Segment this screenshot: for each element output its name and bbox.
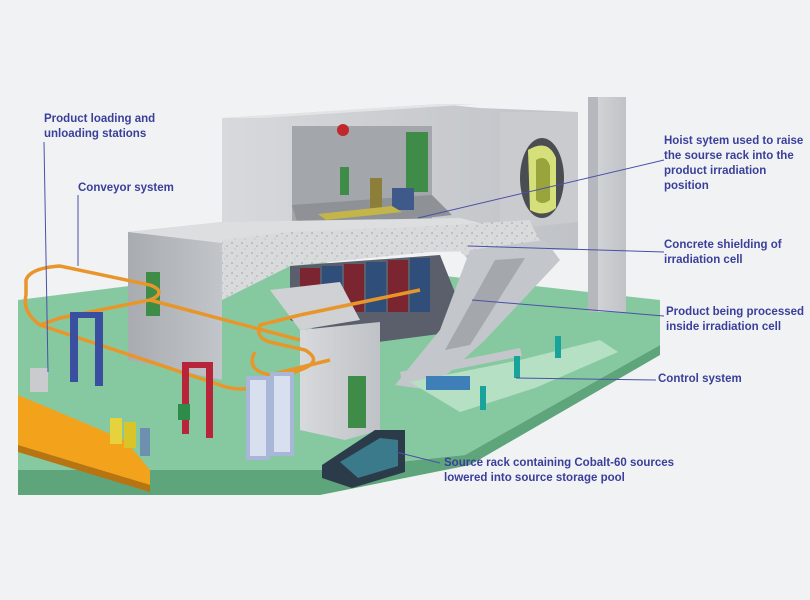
main-building-left — [128, 222, 222, 380]
control-panel-2 — [480, 386, 486, 410]
hoist-equipment — [370, 178, 382, 210]
leader-lines — [43, 141, 665, 464]
side-door — [146, 272, 160, 316]
source-pool-water — [340, 438, 398, 478]
hoist-drum — [392, 188, 414, 210]
loading-platform-edge — [18, 445, 150, 492]
label-control-system: Control system — [658, 373, 742, 385]
source-glow-inner — [536, 158, 550, 203]
control-room-wall — [400, 348, 522, 380]
label-concrete-shielding: Concrete shielding of irradiation cell — [664, 239, 782, 266]
control-panel-3 — [555, 336, 561, 358]
control-console — [426, 376, 470, 390]
loading-frames — [30, 312, 294, 460]
label-conveyor-system: Conveyor system — [78, 182, 174, 194]
label-hoist-system: Hoist sytem used to raise the sourse rac… — [664, 135, 804, 192]
hoist-hook — [337, 124, 349, 136]
front-wall — [300, 322, 380, 440]
green-door-upper-2 — [340, 167, 349, 195]
label-loading-stations: Product loading and unloading stations — [44, 113, 156, 140]
hoist-rails — [318, 206, 402, 220]
conveyor-system — [23, 264, 421, 391]
control-panel-1 — [514, 356, 520, 378]
labyrinth-wall-2 — [445, 258, 525, 350]
label-source-rack: Source rack containing Cobalt-60 sources… — [444, 457, 675, 484]
upper-building-top — [222, 104, 478, 118]
ground-front-edge — [18, 345, 660, 495]
label-product-processed: Product being processed inside irradiati… — [666, 306, 805, 333]
stack-side — [588, 97, 598, 312]
green-door-upper — [406, 132, 428, 192]
front-door — [348, 376, 366, 428]
loading-platform — [18, 395, 150, 485]
